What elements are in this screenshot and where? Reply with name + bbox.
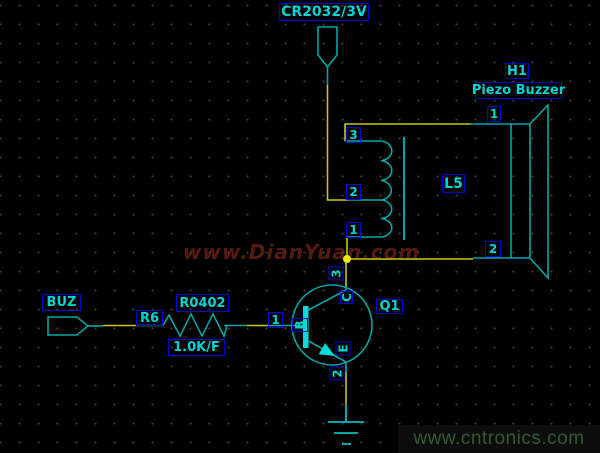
junction-dot	[343, 255, 351, 263]
resistor-symbol	[162, 312, 228, 339]
piezo-buzzer-symbol	[471, 102, 549, 281]
resistor-footprint-label: R0402	[176, 294, 229, 312]
inductor-pin3-number: 3	[346, 127, 361, 143]
buzzer-pin1-number: 1	[487, 106, 501, 122]
inductor-ref-label: L5	[442, 174, 465, 193]
transistor-base-label: B	[292, 318, 308, 332]
center-watermark: www.DianYuan.com	[183, 240, 421, 264]
inductor-symbol	[345, 137, 406, 240]
net-wires	[103, 85, 473, 405]
transistor-pin2-number: 2	[329, 366, 345, 381]
corner-watermark: www.cntronics.com	[413, 428, 585, 449]
buzzer-pin2-number: 2	[485, 241, 501, 257]
corner-watermark-band: www.cntronics.com	[398, 425, 600, 453]
resistor-value-label: 1.0K/F	[168, 339, 225, 356]
transistor-ref-label: Q1	[376, 299, 403, 314]
battery-ref-label: CR2032/3V	[279, 3, 369, 21]
emitter-arrow-icon	[318, 343, 335, 356]
transistor-emitter-label: E	[335, 341, 351, 356]
buzzer-value-label: Piezo Buzzer	[471, 82, 566, 99]
npn-transistor-symbol	[268, 284, 373, 372]
buzzer-ref-label: H1	[505, 63, 529, 79]
resistor-ref-label: R6	[136, 310, 163, 326]
transistor-pin1-number: 1	[268, 312, 283, 328]
transistor-pin3-number: 3	[328, 266, 344, 281]
transistor-collector-label: C	[340, 291, 354, 304]
battery-connector-symbol	[317, 26, 338, 85]
inductor-pin2-number: 2	[346, 184, 361, 200]
port-name-label: BUZ	[42, 294, 81, 311]
inductor-pin1-number: 1	[346, 222, 361, 238]
ground-symbol	[328, 405, 364, 446]
